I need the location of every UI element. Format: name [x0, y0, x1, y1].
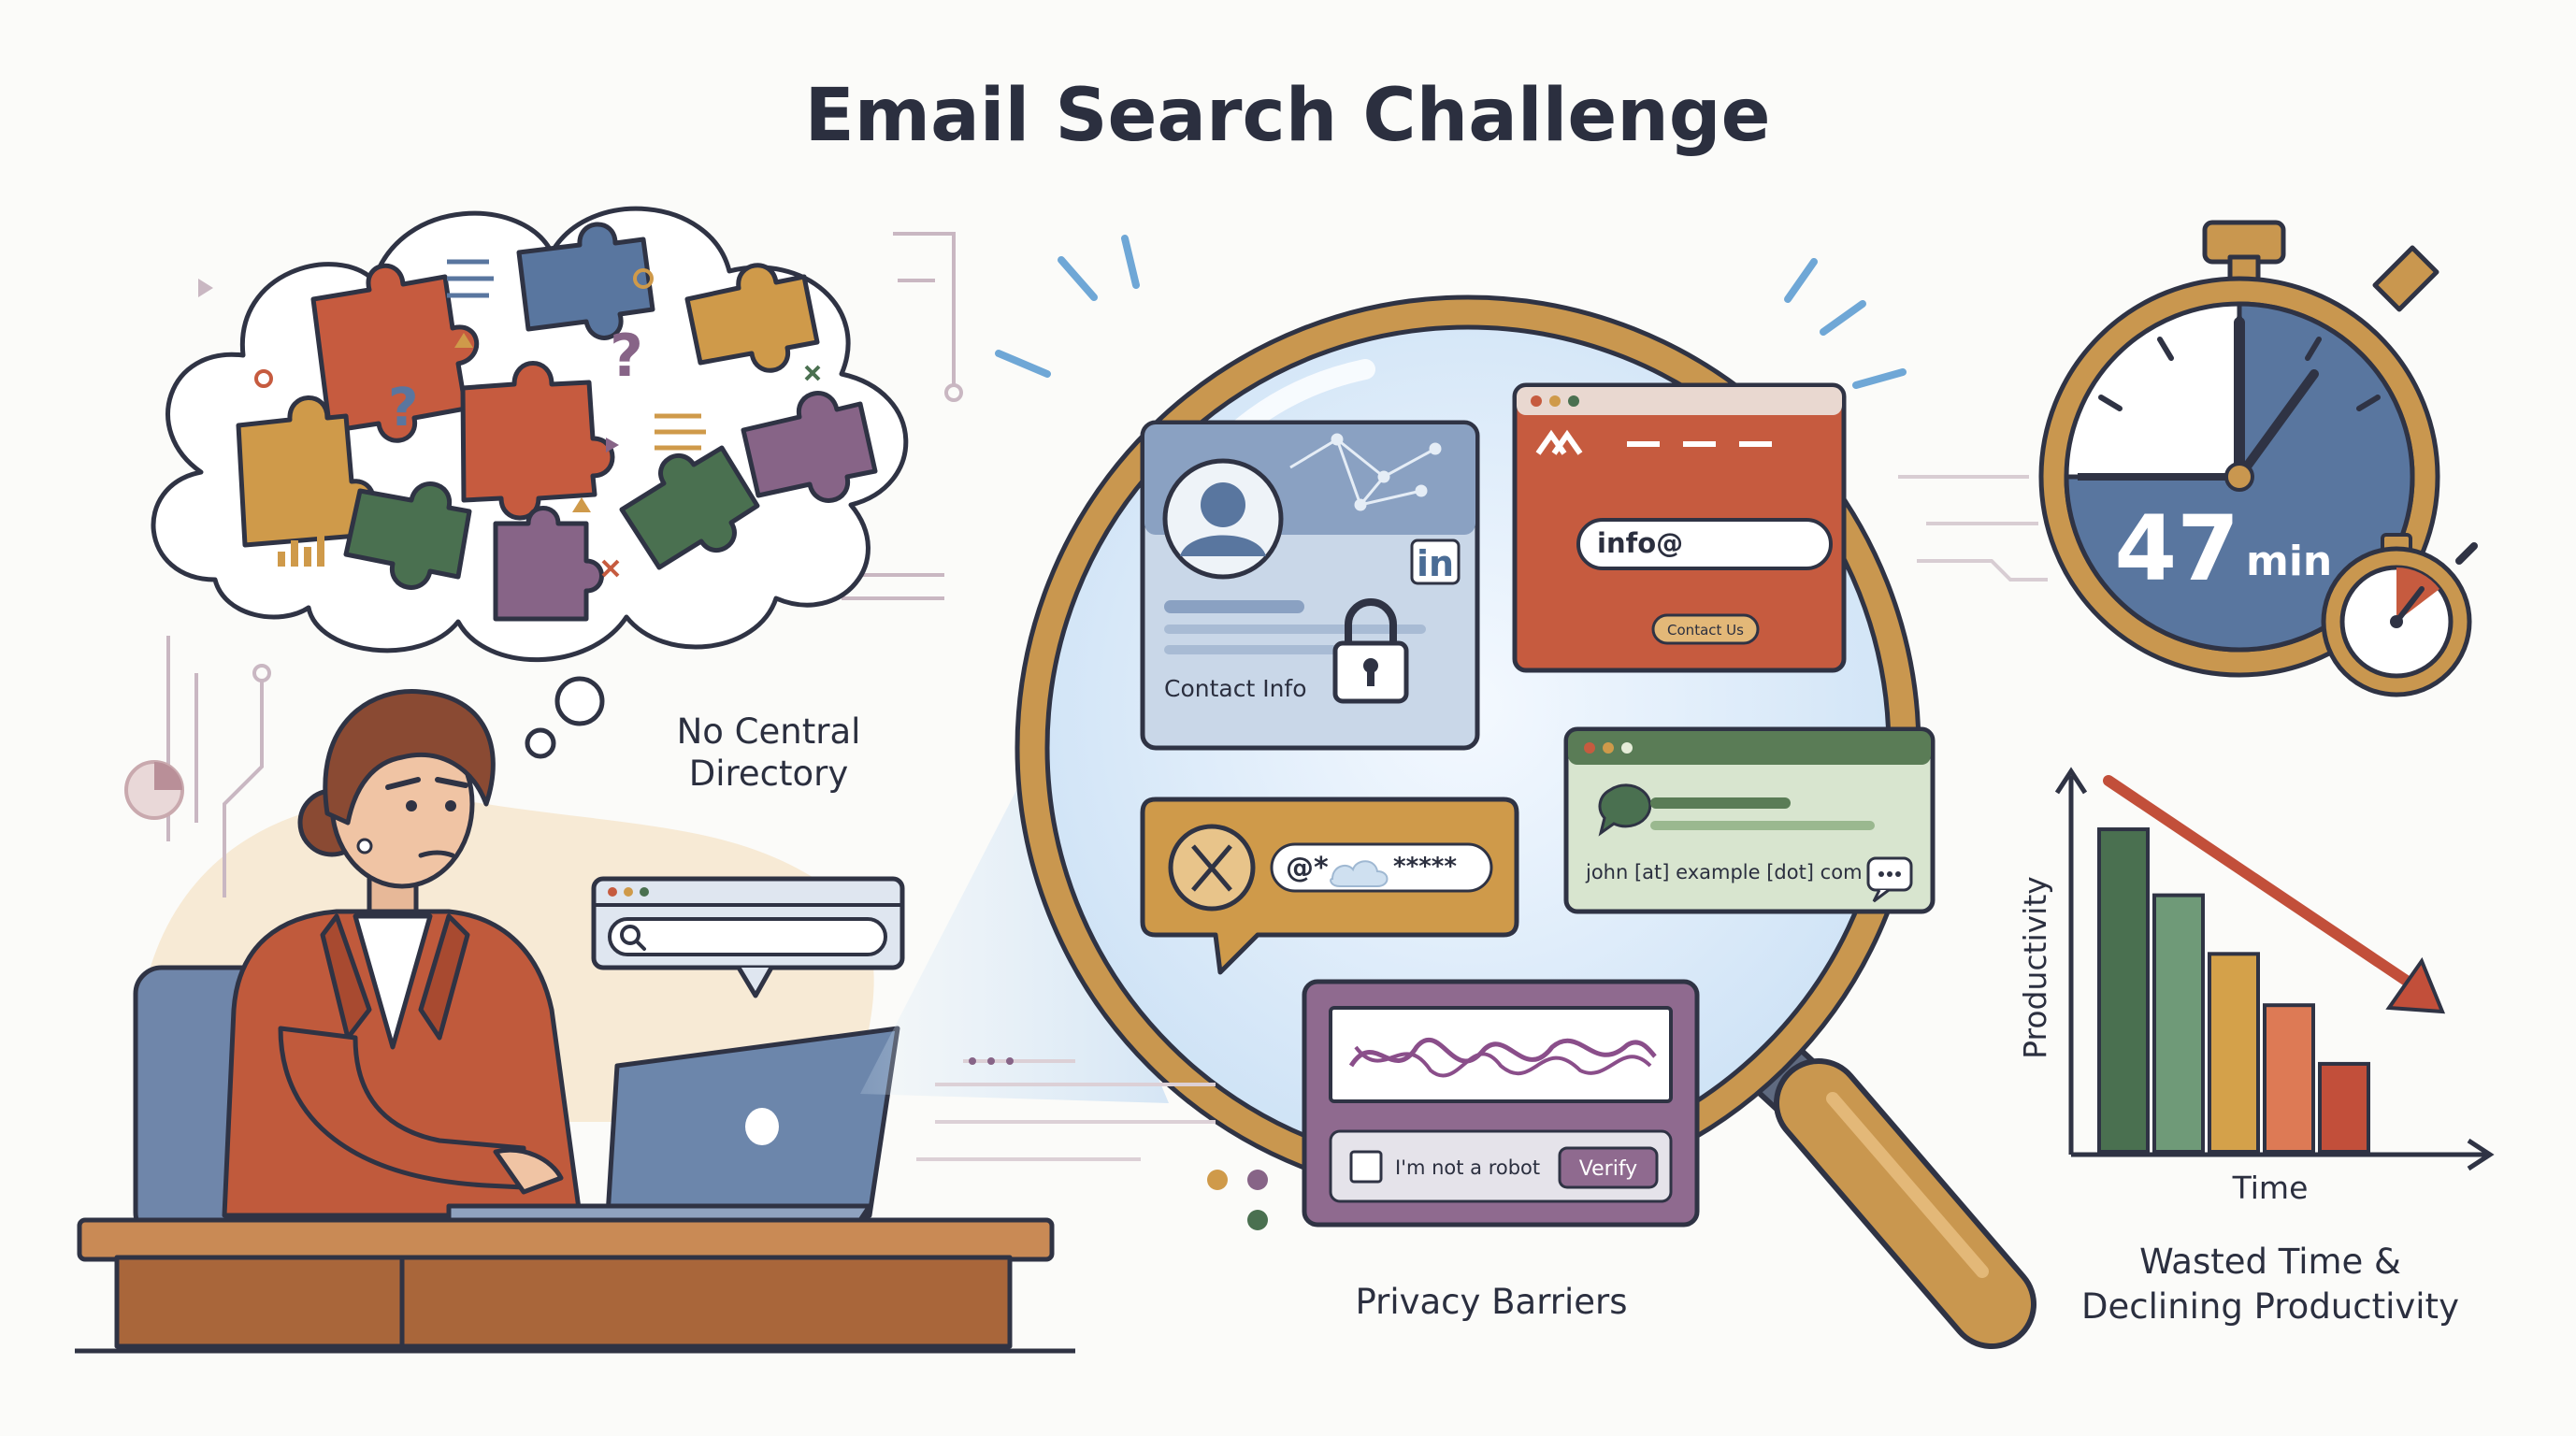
puzzle-piece — [516, 222, 655, 340]
search-beam — [860, 767, 1169, 1103]
masked-handle-text: ***** — [1393, 853, 1457, 881]
wasted-time-label-line2: Declining Productivity — [2081, 1286, 2459, 1327]
magnifier-handle — [1716, 1010, 2036, 1349]
trend-arrowhead — [2385, 956, 2446, 1014]
privacy-barriers-label: Privacy Barriers — [1355, 1282, 1627, 1322]
woman-arm — [278, 1026, 526, 1190]
decor-dots — [916, 1057, 1268, 1230]
obfuscated-email-card: john [at] example [dot] com — [1563, 726, 1936, 914]
chart-bar-5 — [2318, 1061, 2370, 1155]
x-axis-arrow — [2467, 1138, 2495, 1171]
puzzle-piece — [619, 445, 760, 570]
linkedin-icon: in — [1417, 543, 1454, 584]
message-icon — [1866, 856, 1913, 903]
thought-bubble-large — [554, 676, 605, 726]
thought-bubble-small — [525, 727, 556, 759]
emphasis-rays — [995, 235, 1907, 389]
wasted-time-label: Wasted Time & — [2139, 1242, 2401, 1282]
no-central-directory-label-line2: Directory — [689, 754, 849, 794]
stopwatch-hand-short — [2235, 369, 2319, 481]
email-input-value: info@ — [1597, 527, 1683, 559]
puzzle-piece — [460, 361, 615, 521]
site-logo-icon — [1535, 429, 1583, 455]
email-input[interactable] — [1576, 518, 1833, 570]
stopwatch: 47 min — [1898, 220, 2478, 697]
question-mark-icon: ? — [610, 322, 643, 390]
search-input[interactable] — [608, 917, 887, 956]
contact-us-button[interactable] — [1651, 613, 1760, 645]
robot-checkbox[interactable] — [1349, 1150, 1383, 1184]
captcha-image — [1329, 1006, 1673, 1103]
website-contact-card: info@ Contact Us — [1512, 382, 1847, 673]
avatar — [1162, 458, 1284, 580]
obfuscated-email-text: john [at] example [dot] com — [1585, 861, 1863, 883]
x-axis-label: Time — [2232, 1170, 2309, 1206]
chart-bar-2 — [2152, 893, 2205, 1154]
circuit-lines-left — [166, 232, 963, 898]
small-stopwatch-icon — [2321, 533, 2478, 697]
laptop — [446, 1026, 900, 1223]
circuit-lines-right — [1898, 475, 2048, 582]
chat-bubble-icon — [1598, 783, 1652, 837]
pie-icon — [124, 760, 184, 820]
laptop-logo — [745, 1108, 779, 1145]
timer-value: 47 — [2114, 496, 2239, 601]
search-icon — [620, 925, 646, 951]
list-icons — [447, 259, 706, 451]
magnifier-scene: in Contact Info info@ Contact Us — [860, 235, 2036, 1349]
y-axis-label: Productivity — [2017, 876, 2053, 1059]
page-title: Email Search Challenge — [805, 74, 1771, 158]
blur-cloud-icon — [1330, 860, 1389, 887]
sparkle-icons — [198, 268, 821, 578]
woman-hair — [323, 689, 496, 826]
chart-bar-4 — [2263, 1003, 2315, 1154]
chart-bar-1 — [2097, 827, 2150, 1154]
no-central-directory-label: No Central — [677, 711, 861, 752]
puzzle-piece — [343, 481, 472, 590]
bar-icon — [278, 528, 324, 567]
puzzle-piece — [741, 391, 878, 503]
verify-button[interactable] — [1558, 1146, 1659, 1189]
productivity-chart: Productivity Time — [2017, 767, 2495, 1206]
trend-arrow — [2103, 775, 2427, 997]
lock-icon — [1332, 598, 1409, 704]
y-axis-arrow — [2054, 767, 2088, 795]
robot-checkbox-label: I'm not a robot — [1395, 1156, 1540, 1179]
search-window-bubble — [591, 876, 905, 998]
linkedin-badge — [1410, 538, 1461, 585]
captcha-card: I'm not a robot Verify — [1302, 979, 1700, 1228]
desk — [75, 1217, 1075, 1354]
question-mark-icon: ? — [388, 378, 418, 438]
verify-button-label: Verify — [1579, 1157, 1637, 1181]
handle-prefix: @* — [1286, 852, 1329, 884]
puzzle-piece — [310, 263, 480, 443]
contact-info-label: Contact Info — [1164, 675, 1307, 702]
puzzle-pieces — [236, 222, 878, 622]
chart-bar-3 — [2208, 952, 2260, 1154]
linkedin-profile-card: in Contact Info — [1140, 420, 1480, 751]
social-handle-card: @* ***** — [1140, 797, 1519, 975]
puzzle-piece — [684, 263, 820, 373]
puzzle-piece — [493, 506, 604, 622]
contact-us-button-label: Contact Us — [1667, 622, 1744, 639]
woman-jacket — [222, 909, 583, 1218]
question-mark-icons: ? ? — [388, 322, 643, 438]
masked-handle-field — [1270, 842, 1493, 893]
worker-scene: ? ? No Central Directory — [75, 206, 1075, 1354]
timer-unit: min — [2246, 538, 2332, 585]
